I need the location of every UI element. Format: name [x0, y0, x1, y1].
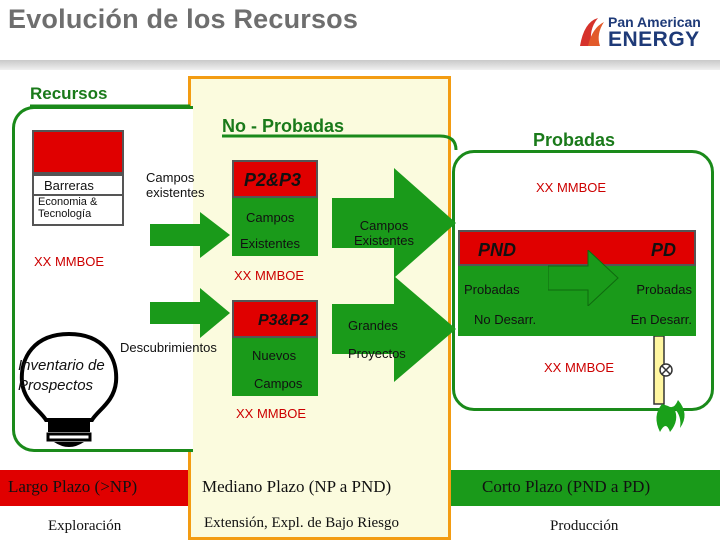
- campos-existentes-arrow-label: Campos Existentes: [354, 218, 414, 248]
- extension-label: Extensión, Expl. de Bajo Riesgo: [204, 515, 399, 531]
- produccion-label: Producción: [550, 518, 619, 534]
- barrier-block: [32, 130, 124, 174]
- logo-mark-icon: [580, 18, 604, 46]
- barreras-label: Barreras: [44, 178, 94, 193]
- probadas-label: Probadas: [533, 130, 616, 150]
- campos-bottom-label: Campos: [254, 376, 303, 391]
- economia-label: Economia & Tecnología: [38, 196, 98, 220]
- largo-plazo-label: Largo Plazo (>NP): [8, 477, 138, 496]
- mediano-plazo-cell: Mediano Plazo (NP a PND): [190, 470, 450, 506]
- arrow-right-icon: [548, 250, 619, 306]
- economia-box: Economia & Tecnología: [32, 196, 124, 226]
- logo-text-bottom: ENERGY: [608, 28, 700, 51]
- right-top-mmboe: XX MMBOE: [536, 180, 607, 195]
- en-desarr-label: En Desarr.: [630, 312, 692, 327]
- largo-plazo-cell: Largo Plazo (>NP): [0, 470, 190, 506]
- grandes-label: Grandes: [348, 318, 398, 333]
- p2p3-box: P2&P3: [232, 160, 318, 198]
- arrow-right-icon: [150, 212, 230, 258]
- company-logo: Pan American ENERGY: [578, 12, 714, 56]
- corto-plazo-label: Corto Plazo (PND a PD): [482, 477, 651, 496]
- p3p2-label: P3&P2: [258, 312, 309, 329]
- mediano-plazo-label: Mediano Plazo (NP a PND): [202, 477, 392, 496]
- exploracion-label: Exploración: [48, 518, 122, 534]
- campos-existentes-label: Campos existentes: [146, 170, 205, 200]
- recursos-label: Recursos: [30, 84, 108, 103]
- p2p3-green-block: Campos Existentes: [232, 198, 318, 256]
- no-desarr-label: No Desarr.: [474, 312, 537, 327]
- p3p2-box: P3&P2: [232, 300, 318, 338]
- page-title: Evolución de los Recursos: [8, 4, 359, 34]
- left-mmboe: XX MMBOE: [34, 254, 105, 269]
- inventario-label: Inventario de Prospectos: [18, 357, 105, 394]
- mid-panel-edge: [188, 466, 451, 540]
- no-probadas-label: No - Probadas: [222, 116, 345, 136]
- gas-flare-icon: [653, 336, 685, 432]
- middle-bottom-mmboe: XX MMBOE: [236, 406, 307, 421]
- probadas-left-label: Probadas: [464, 282, 520, 297]
- corto-plazo-cell: Corto Plazo (PND a PD): [450, 470, 720, 506]
- campos-label: Campos: [246, 210, 295, 225]
- pnd-pd-box: PND PD: [458, 230, 696, 266]
- proyectos-label: Proyectos: [348, 346, 406, 361]
- nuevos-label: Nuevos: [252, 348, 297, 363]
- descubrimientos-label: Descubrimientos: [120, 340, 217, 355]
- probadas-right-label: Probadas: [636, 282, 692, 297]
- arrow-right-icon: [332, 276, 456, 382]
- existentes-label: Existentes: [240, 236, 300, 251]
- arrow-right-icon: [332, 168, 456, 278]
- p3p2-green-block: Nuevos Campos: [232, 338, 318, 396]
- middle-top-mmboe: XX MMBOE: [234, 268, 305, 283]
- arrow-right-icon: [150, 288, 230, 338]
- barreras-box: Barreras: [32, 174, 124, 196]
- p2p3-label: P2&P3: [244, 170, 302, 190]
- pd-label: PD: [650, 240, 676, 260]
- lightbulb-icon: [19, 331, 119, 447]
- header-divider: [0, 60, 720, 70]
- pnd-label: PND: [478, 240, 517, 260]
- right-bottom-mmboe: XX MMBOE: [544, 360, 615, 375]
- logo-text-top: Pan American: [608, 14, 701, 30]
